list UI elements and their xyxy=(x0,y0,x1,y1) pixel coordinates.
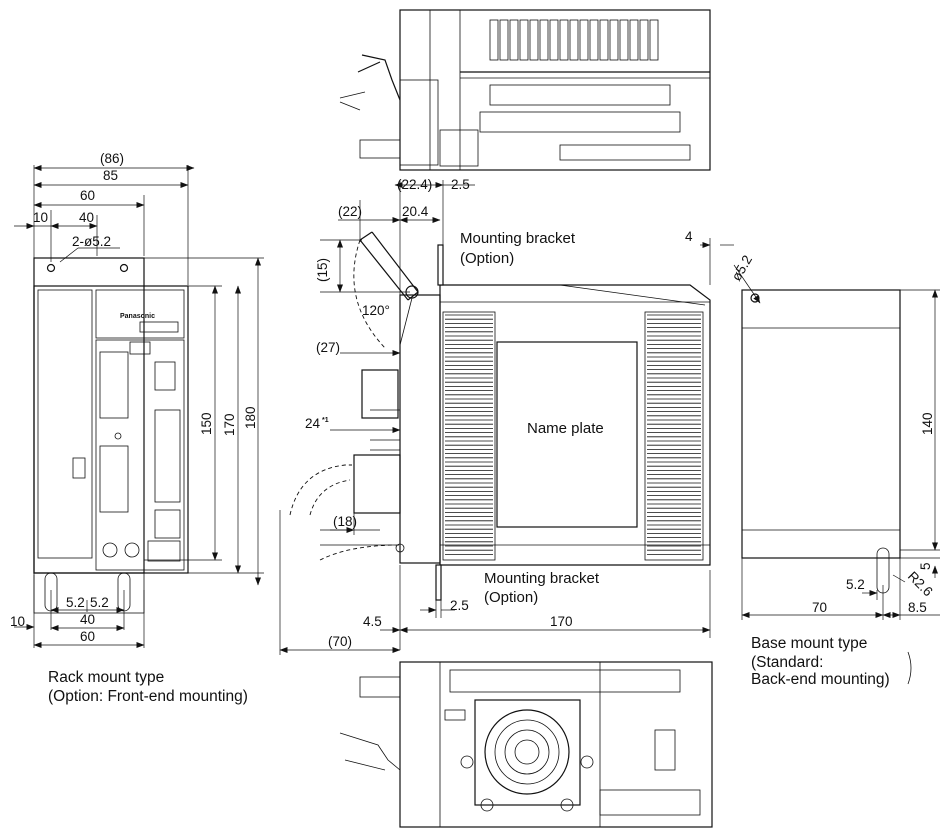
bracket-top-label-1: Mounting bracket xyxy=(460,230,576,247)
dim-170-rack: 170 xyxy=(222,413,237,436)
dim-4-5: 4.5 xyxy=(363,614,382,629)
dim-170-side: 170 xyxy=(550,614,573,629)
dim-85: 85 xyxy=(103,168,118,183)
bracket-bottom-label-1: Mounting bracket xyxy=(484,570,600,587)
base-mount-view xyxy=(741,289,901,594)
dim-27: (27) xyxy=(316,340,340,355)
dim-20-4: 20.4 xyxy=(402,204,429,219)
bottom-view xyxy=(339,661,713,828)
dim-5-2-right: 5.2 xyxy=(90,595,109,610)
dim-40-bottom: 40 xyxy=(80,612,95,627)
rack-dimensions: (86) 85 60 10 40 2-ø5.2 150 170 180 10 5… xyxy=(10,151,264,648)
dim-5: 5 xyxy=(918,562,933,570)
dim-8-5: 8.5 xyxy=(908,600,927,615)
dim-86: (86) xyxy=(100,151,124,166)
base-dimensions: ø5.2 140 5 R2.6 5.2 70 8.5 xyxy=(729,253,940,685)
dim-70-base: 70 xyxy=(812,600,827,615)
dim-10-bottom: 10 xyxy=(10,614,25,629)
dim-24-note: *1 xyxy=(322,417,329,424)
bracket-top-label-2: (Option) xyxy=(460,250,514,267)
dim-5-2-base: 5.2 xyxy=(846,577,865,592)
dim-hole-base: ø5.2 xyxy=(729,253,755,284)
dim-40-top: 40 xyxy=(79,210,94,225)
dim-10-top: 10 xyxy=(33,210,48,225)
dim-24: 24 xyxy=(305,416,321,431)
name-plate-label: Name plate xyxy=(527,420,604,437)
brand-label: Panasonic xyxy=(120,313,155,320)
dim-180: 180 xyxy=(243,406,258,429)
dim-2-5-top: 2.5 xyxy=(451,177,470,192)
bracket-bottom-label-2: (Option) xyxy=(484,589,538,606)
mount-hole-right xyxy=(119,263,129,273)
side-dimensions: (22.4) 2.5 (22) 20.4 (15) 120° (27) 24 *… xyxy=(279,177,734,655)
dim-4: 4 xyxy=(685,229,693,244)
base-caption-2: (Standard: xyxy=(751,654,824,671)
bracket-bottom xyxy=(435,564,442,601)
side-view xyxy=(289,231,711,601)
base-caption-1: Base mount type xyxy=(751,635,868,652)
dim-22-4: (22.4) xyxy=(397,177,432,192)
dim-140: 140 xyxy=(920,412,935,435)
rack-caption-2: (Option: Front-end mounting) xyxy=(48,688,248,705)
base-caption-3: Back-end mounting) xyxy=(751,671,890,688)
rack-front-view: Panasonic xyxy=(33,257,189,614)
dim-5-2-left: 5.2 xyxy=(66,595,85,610)
dim-150: 150 xyxy=(199,412,214,435)
dim-18: (18) xyxy=(333,514,357,529)
bracket-top xyxy=(437,244,444,286)
name-plate xyxy=(496,341,638,528)
dim-60-top: 60 xyxy=(80,188,95,203)
dim-70-side: (70) xyxy=(328,634,352,649)
dim-22: (22) xyxy=(338,204,362,219)
dim-120: 120° xyxy=(362,303,390,318)
dim-r2-6: R2.6 xyxy=(905,569,936,600)
rack-caption-1: Rack mount type xyxy=(48,669,165,686)
dim-hole: 2-ø5.2 xyxy=(72,234,111,249)
dim-2-5-bottom: 2.5 xyxy=(450,598,469,613)
mount-hole-left xyxy=(46,263,56,273)
top-view xyxy=(339,9,711,171)
dim-15: (15) xyxy=(315,258,330,282)
dim-60-bottom: 60 xyxy=(80,629,95,644)
